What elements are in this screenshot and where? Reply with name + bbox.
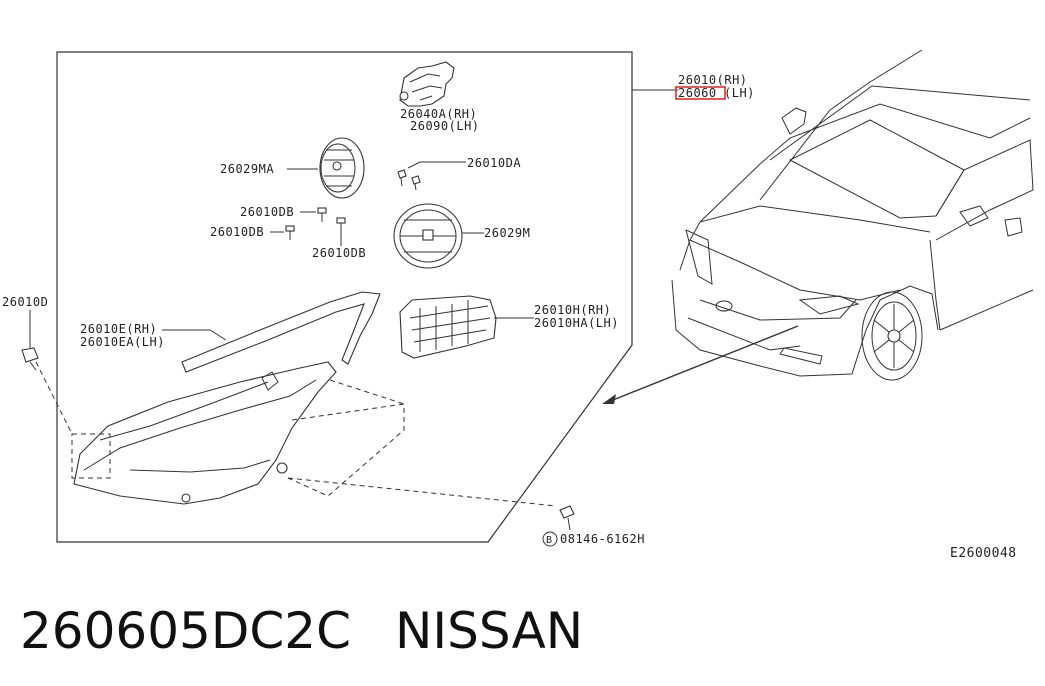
label-module-lh: 26010HA(LH) [534,316,619,330]
label-screw-d: 26010D [2,295,48,309]
bracket-part [399,61,455,107]
highlight-box [675,86,726,100]
diagram-frame [56,51,633,543]
guide-screw-d [35,361,73,435]
pointer-arrowhead [602,394,616,404]
label-trim-rh: 26010E(RH) [80,322,157,336]
bolt-part [559,505,575,531]
module-part [399,295,497,359]
cap-m-part [393,203,463,269]
label-screw-db-2: 26010DB [210,225,264,239]
parts-diagram: 26010(RH) 26060 (LH) 26040A(RH) 26090(LH… [2,49,1034,561]
part-number: 260605DC2C [20,602,352,660]
label-bolt-prefix: B [546,535,553,546]
label-assy-lh-code[interactable]: 26060 [678,86,717,100]
label-module-rh: 26010H(RH) [534,303,611,317]
label-bolt-code: 08146-6162H [560,532,645,546]
label-cap-m: 26029M [484,226,530,240]
label-screw-da: 26010DA [467,156,521,170]
screw-db-part [285,207,346,240]
brand-name: NISSAN [395,602,584,660]
screw-da-part [397,169,421,191]
label-screw-db-1: 26010DB [240,205,294,219]
label-screw-db-3: 26010DB [312,246,366,260]
bolt-circle-marker [542,531,558,547]
guide-box-left [71,433,111,479]
screw-d-part [21,347,39,371]
label-trim-lh: 26010EA(LH) [80,335,165,349]
label-assy-lh-suffix: (LH) [724,86,755,100]
label-bracket-rh: 26040A(RH) [400,107,477,121]
car-illustration [671,49,1034,381]
guide-box-right [287,403,405,497]
pointer-arrow [607,325,799,403]
guide-bolt [287,477,557,507]
headlamp-housing-part [73,361,337,505]
label-bracket-lh: 26090(LH) [410,119,480,133]
guide-top [329,379,405,405]
cap-ma-part [319,137,365,199]
trim-strip-part [181,291,381,373]
figure-code: E2600048 [950,546,1017,561]
label-assy-rh: 26010(RH) [678,73,748,87]
footer-caption: 260605DC2C NISSAN [20,596,583,666]
label-cap-ma: 26029MA [220,162,274,176]
